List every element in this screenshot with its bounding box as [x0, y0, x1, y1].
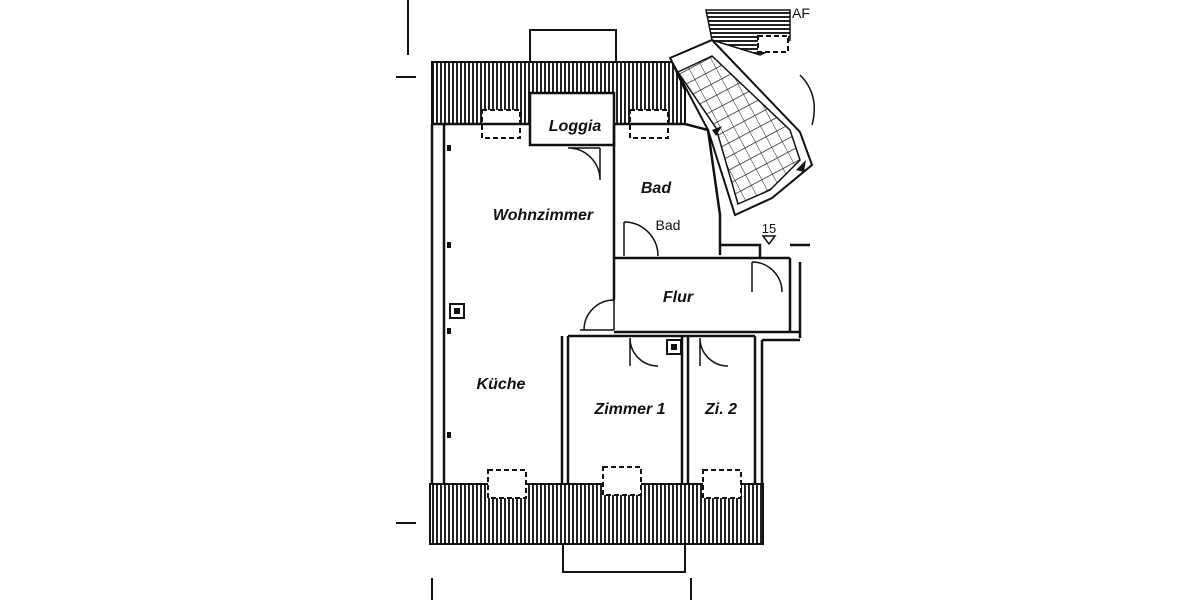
chimney-kitchen: [449, 303, 465, 319]
room-label-zimmer1: Zimmer 1: [593, 401, 665, 418]
wall-markers: [447, 145, 451, 438]
stair-step-number: 15: [762, 221, 776, 236]
bottom-balcony: [562, 543, 686, 573]
room-label-wohnzimmer: Wohnzimmer: [493, 207, 594, 224]
room-label-kueche: Küche: [477, 376, 526, 393]
room-label-zi2: Zi. 2: [704, 401, 737, 418]
corner-label: AF: [792, 5, 810, 21]
room-label-bad: Bad: [641, 180, 672, 197]
top-balcony: [529, 29, 617, 63]
room-label-loggia: Loggia: [549, 118, 602, 135]
room-label-flur: Flur: [663, 289, 694, 306]
staircase: [668, 9, 815, 217]
context-lines: [396, 0, 692, 600]
room-label-bad-fixture: Bad: [656, 217, 681, 233]
chimney-hall: [666, 339, 682, 355]
walls: [430, 91, 810, 484]
stair-step-marker: 15: [761, 221, 777, 246]
doors: [567, 147, 783, 367]
